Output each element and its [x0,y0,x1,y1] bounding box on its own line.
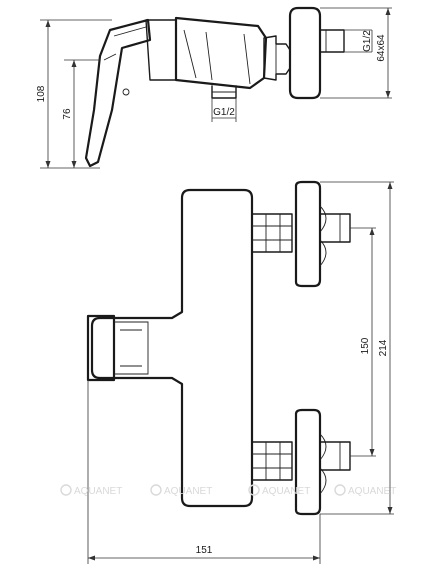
eccentric-pipe-side [319,29,345,53]
dim-inlet-thread: G1/2 [362,30,373,52]
front-view-dimensions: 150 214 151 [87,181,394,564]
lower-nut-front [251,441,293,481]
svg-text:AQUANET: AQUANET [348,486,396,497]
side-view [84,6,345,168]
watermark-logo: AQUANET [150,484,212,497]
inlet-nut-side [263,35,291,81]
watermark-logo: AQUANET [60,484,122,497]
svg-text:AQUANET: AQUANET [262,486,310,497]
handle-lever [84,18,152,168]
svg-text:AQUANET: AQUANET [74,486,122,497]
mixer-body-front [90,188,254,508]
wall-cover-side [288,6,322,100]
upper-cover-front [294,180,322,288]
dim-overall-width: 151 [196,545,213,556]
watermark-logo: AQUANET [248,484,310,497]
dim-height-overall: 108 [36,85,47,102]
side-view-dimensions: 108 76 G1/2 G1/2 64x64 [36,7,392,169]
upper-pipe-front [319,213,351,243]
dim-handle-height: 76 [62,108,73,120]
front-view [86,180,351,516]
handle-front [86,314,116,382]
dim-inlet-spacing: 150 [360,337,371,354]
watermark-logo: AQUANET [334,484,396,497]
lower-pipe-front [319,441,351,471]
lower-cover-front [294,408,322,516]
upper-nut-front [251,213,293,253]
svg-text:AQUANET: AQUANET [164,486,212,497]
dim-outlet-thread: G1/2 [213,107,235,118]
handle-hub [145,19,177,81]
dim-cover-size: 64x64 [376,34,387,62]
dim-overall-height: 214 [378,339,389,356]
watermarks: AQUANET AQUANET AQUANET AQUANET [60,484,396,497]
